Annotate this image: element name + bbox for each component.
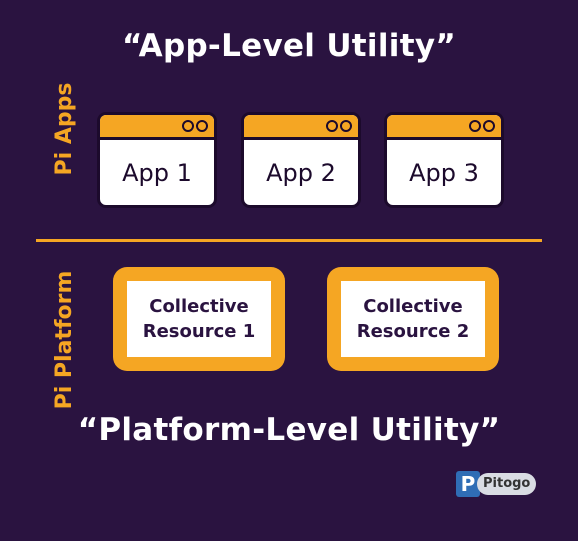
resource-line-1: Collective [363,296,463,317]
window-dot-icon [340,120,352,132]
window-title-bar [387,115,501,140]
layer-divider [36,239,542,242]
resource-line-1: Collective [149,296,249,317]
window-dot-icon [196,120,208,132]
app-label: App 1 [122,159,192,187]
window-title-bar [100,115,214,140]
window-title-bar [244,115,358,140]
resource-label: Collective Resource 2 [341,281,485,357]
resource-label: Collective Resource 1 [127,281,271,357]
app-window-1: App 1 [97,112,217,208]
window-dot-icon [483,120,495,132]
window-dot-icon [326,120,338,132]
pi-apps-label: Pi Apps [52,82,77,176]
app-label: App 2 [266,159,336,187]
window-dot-icon [182,120,194,132]
watermark-text: Pitogo [477,473,537,495]
app-window-2: App 2 [241,112,361,208]
platform-level-utility-title: “Platform-Level Utility” [77,412,501,448]
window-dot-icon [469,120,481,132]
app-window-3: App 3 [384,112,504,208]
resource-line-2: Resource 2 [356,321,470,342]
app-label: App 3 [409,159,479,187]
pitogo-watermark: P Pitogo [456,469,540,499]
resource-line-2: Resource 1 [142,321,256,342]
collective-resource-1: Collective Resource 1 [113,267,285,371]
app-level-utility-title: “App-Level Utility” [121,28,456,64]
pitogo-logo-icon: P [456,471,480,497]
collective-resource-2: Collective Resource 2 [327,267,499,371]
